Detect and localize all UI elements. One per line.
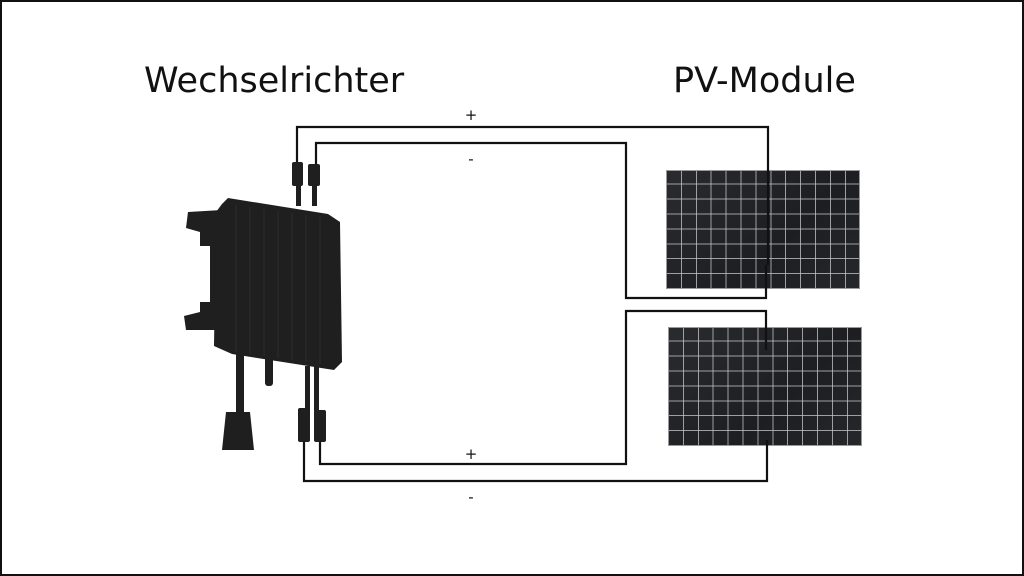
bottom-plus-label: + [464,445,478,463]
bottom-minus-label: - [468,488,474,506]
wire-top-minus [314,141,768,300]
wire-module-link [318,309,768,466]
microinverter-icon [184,162,342,450]
solar-panel-icon [666,170,860,289]
wire-top-plus [295,125,770,265]
wire-bottom-minus [302,440,769,483]
inverter-title: Wechselrichter [144,61,405,101]
top-minus-label: - [468,150,474,168]
top-plus-label: + [464,106,478,124]
modules-title: PV-Module [673,61,856,101]
